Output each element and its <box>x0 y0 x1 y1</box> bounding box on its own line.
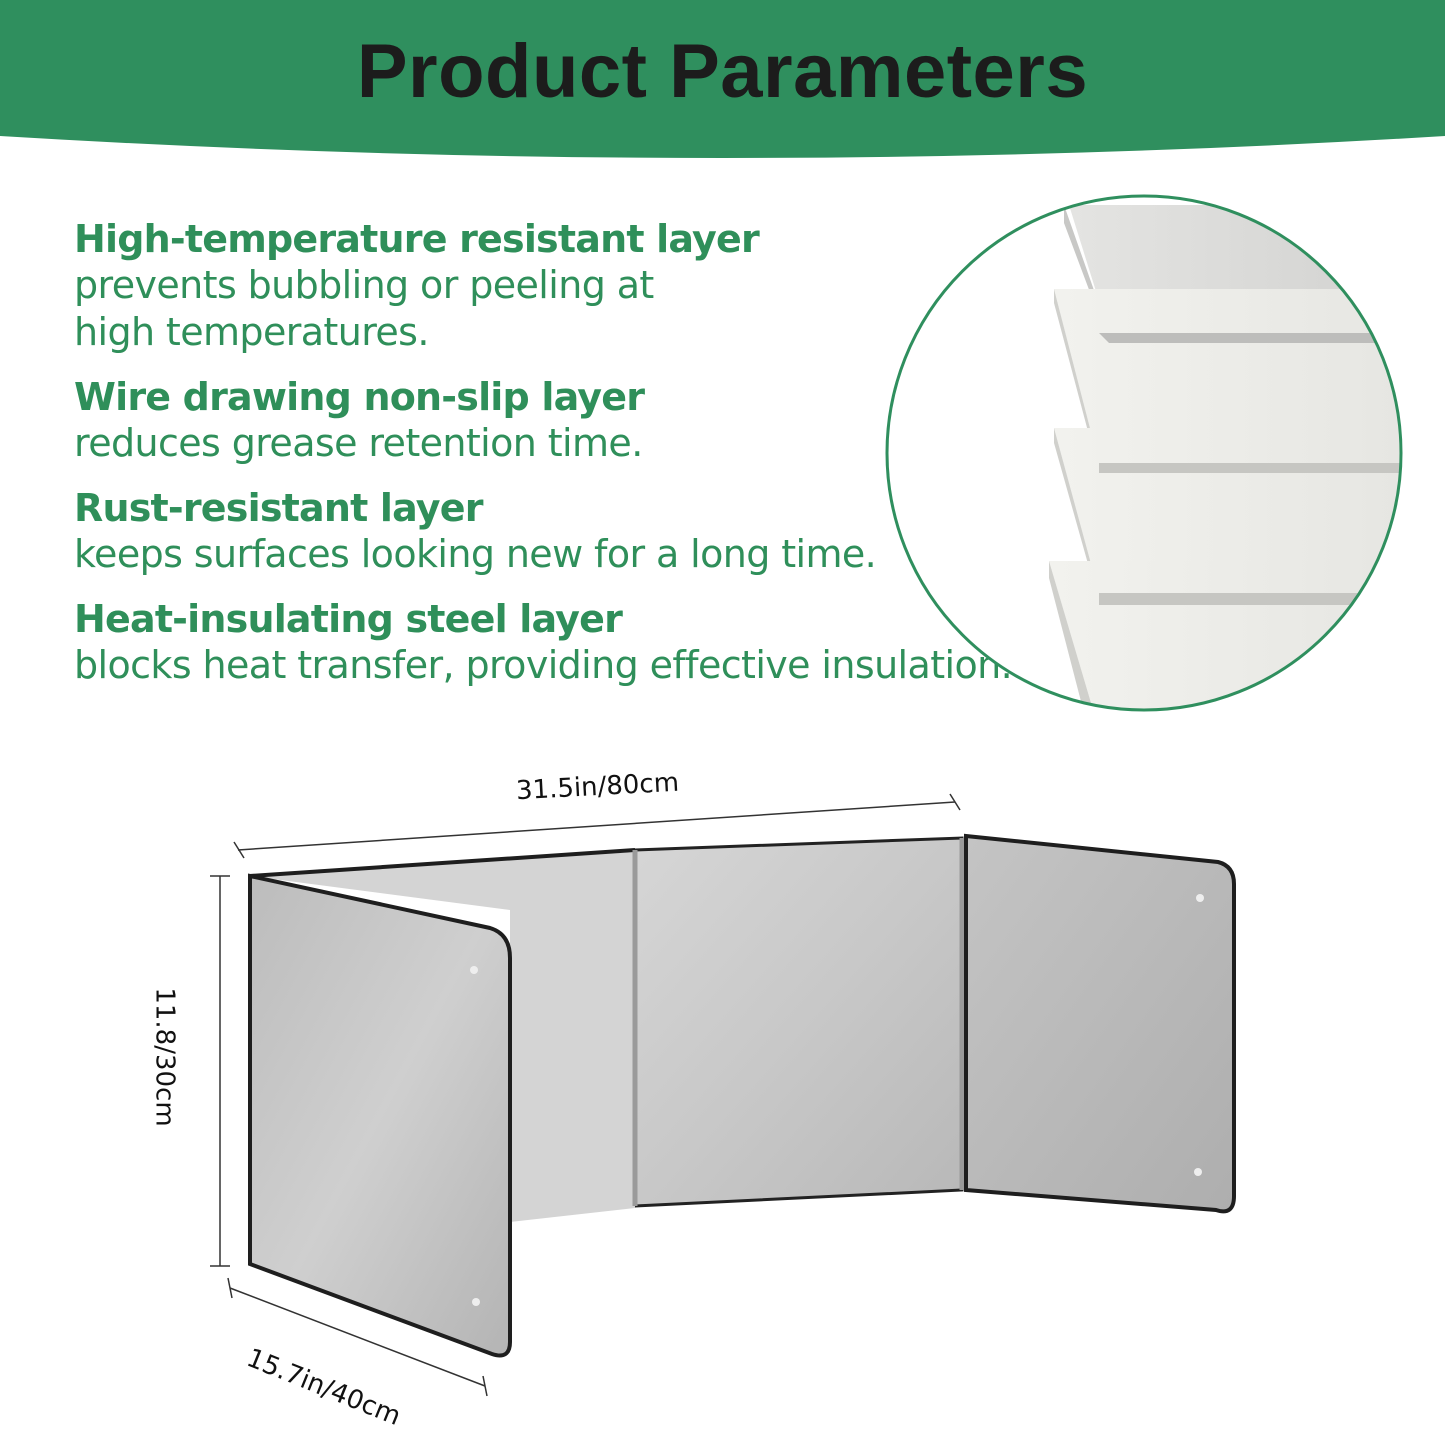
feature-item: Rust-resistant layer keeps surfaces look… <box>74 485 1074 578</box>
feature-description: blocks heat transfer, providing effectiv… <box>74 643 1013 687</box>
height-dimension-label: 11.8/30cm <box>149 987 180 1127</box>
feature-title: Wire drawing non-slip layer <box>74 375 645 419</box>
feature-title: Heat-insulating steel layer <box>74 597 623 641</box>
feature-title: Rust-resistant layer <box>74 486 483 530</box>
layers-closeup-image <box>885 194 1403 712</box>
feature-description: keeps surfaces looking new for a long ti… <box>74 532 877 576</box>
header-band <box>0 0 1445 158</box>
feature-item: High-temperature resistant layer prevent… <box>74 216 1074 356</box>
feature-item: Wire drawing non-slip layer reduces grea… <box>74 374 1074 467</box>
feature-description: prevents bubbling or peeling at high tem… <box>74 263 654 354</box>
page-title: Product Parameters <box>356 29 1089 114</box>
stove-guard-illustration <box>210 793 1236 1397</box>
feature-list: High-temperature resistant layer prevent… <box>74 216 1074 707</box>
feature-item: Heat-insulating steel layer blocks heat … <box>74 596 1074 689</box>
feature-title: High-temperature resistant layer <box>74 217 760 261</box>
feature-description: reduces grease retention time. <box>74 421 643 465</box>
